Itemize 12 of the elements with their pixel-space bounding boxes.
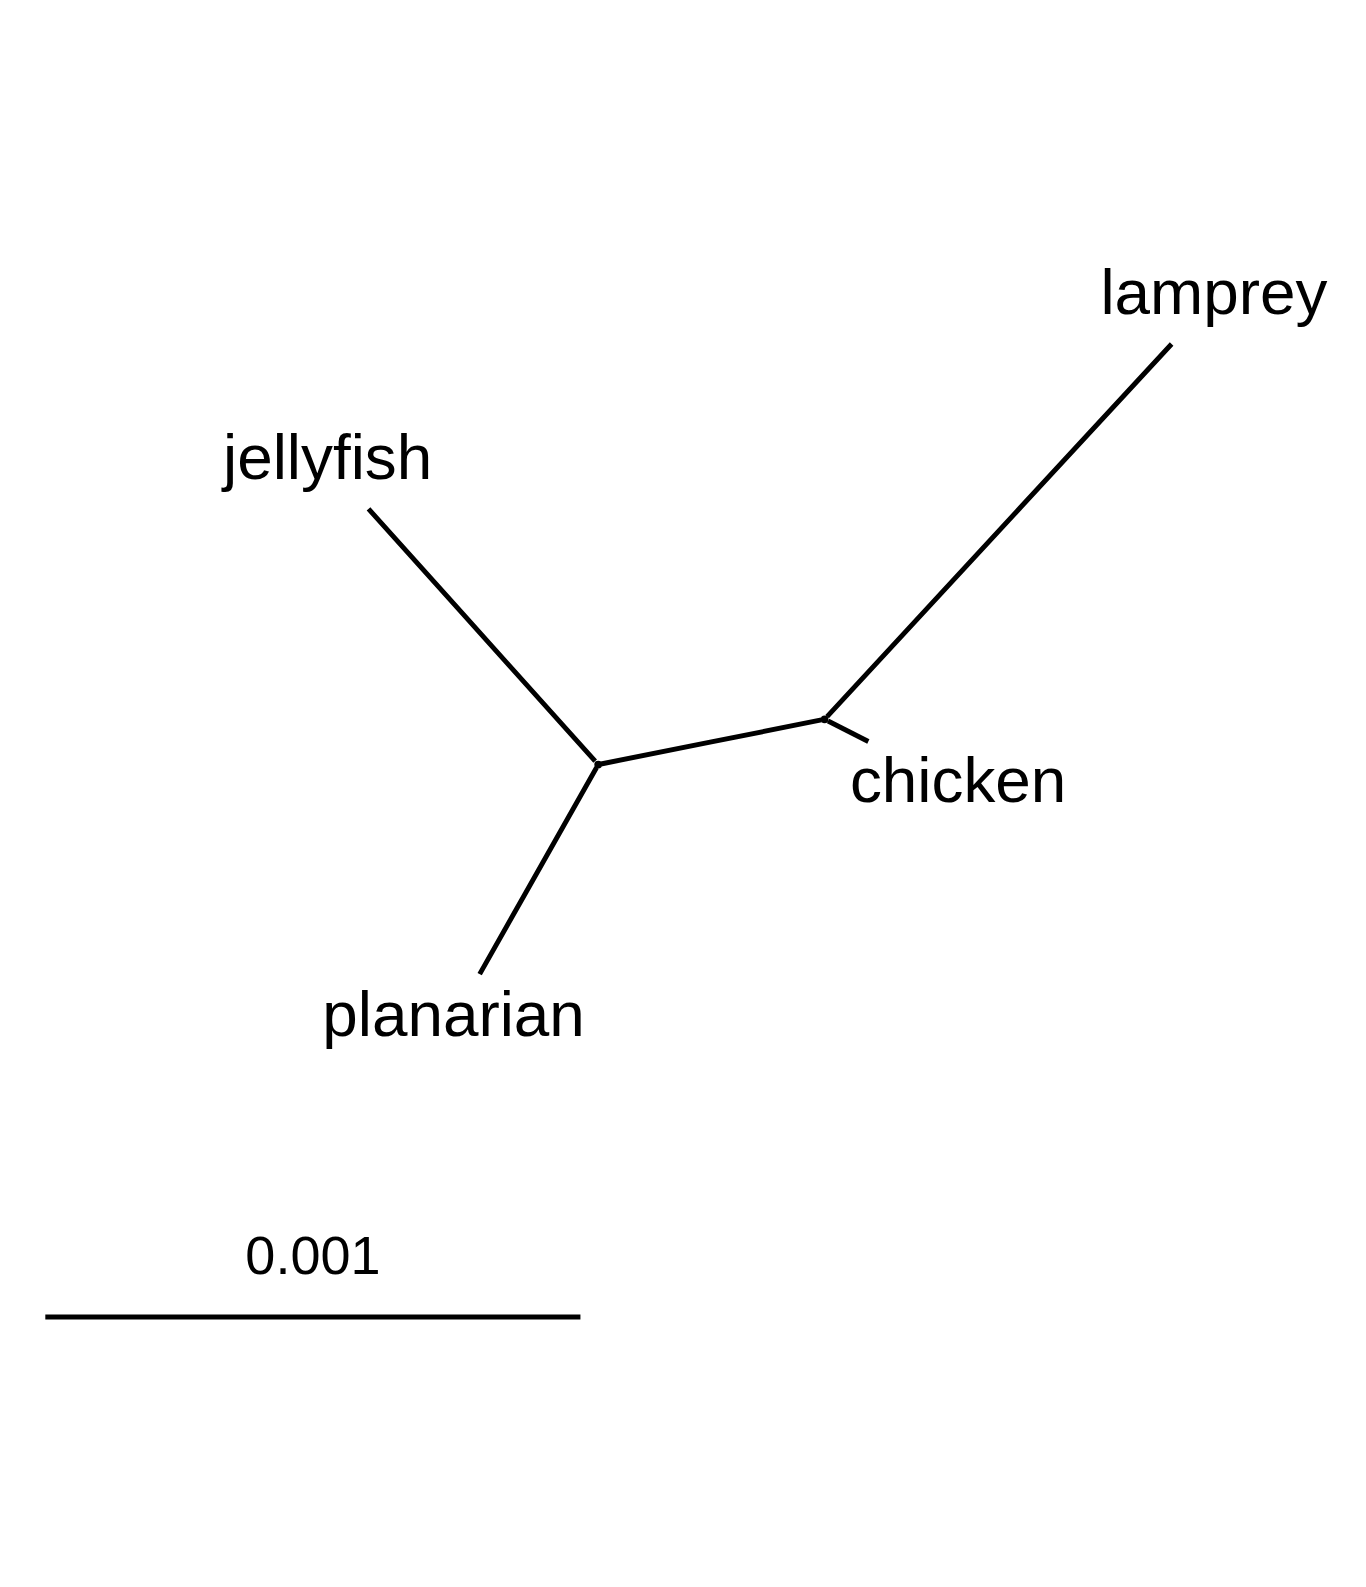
- connector: [366, 507, 597, 763]
- connector: [600, 717, 822, 767]
- connector: [826, 718, 870, 744]
- connector: [477, 766, 599, 976]
- connector: [825, 342, 1174, 719]
- node-point: [820, 715, 829, 724]
- label: 0.001: [245, 1225, 381, 1286]
- node-text: chicken: [849, 744, 1067, 817]
- node-text: planarian: [322, 977, 585, 1050]
- node-point: [594, 760, 603, 769]
- node-text: lamprey: [1100, 255, 1328, 328]
- node-text: jellyfish: [223, 420, 433, 493]
